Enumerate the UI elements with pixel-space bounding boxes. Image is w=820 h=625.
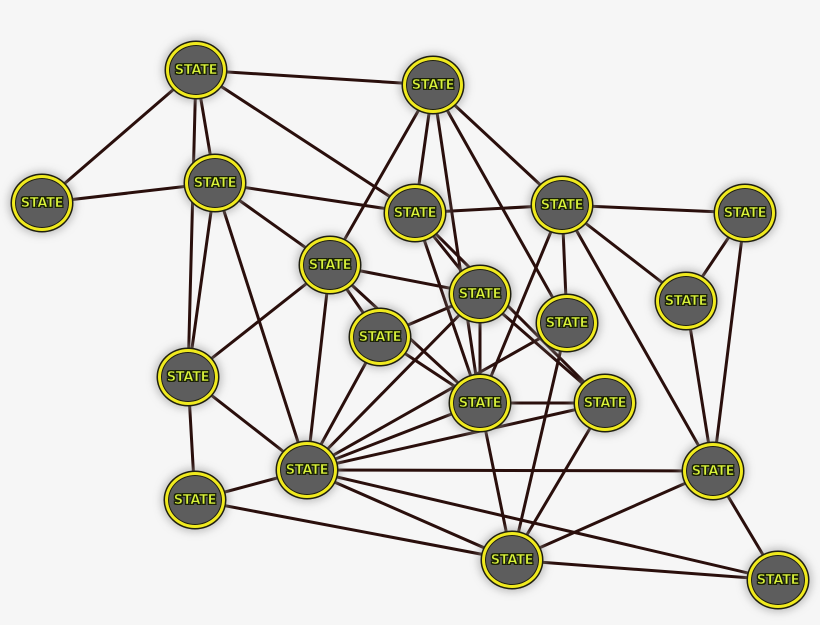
edge-n1-n3 <box>40 68 198 205</box>
edge-n6-n17 <box>560 203 715 473</box>
state-node-label: STATE <box>20 195 64 211</box>
state-node-n8[interactable]: STATE <box>300 237 360 293</box>
state-node-n2[interactable]: STATE <box>403 57 463 113</box>
state-node-n6[interactable]: STATE <box>532 177 592 233</box>
edge-n17-n19 <box>510 469 715 562</box>
state-node-n20[interactable]: STATE <box>748 552 808 608</box>
state-node-label: STATE <box>458 395 502 411</box>
state-node-n12[interactable]: STATE <box>350 309 410 365</box>
state-node-label: STATE <box>664 293 708 309</box>
edge-n7-n17 <box>711 211 747 473</box>
state-node-label: STATE <box>458 286 502 302</box>
state-node-label: STATE <box>583 395 627 411</box>
edge-n11-n17 <box>684 299 715 473</box>
state-node-n1[interactable]: STATE <box>166 42 226 98</box>
state-node-label: STATE <box>393 205 437 221</box>
edge-n16-n17 <box>305 468 715 473</box>
state-node-label: STATE <box>411 77 455 93</box>
edge-n4-n5 <box>213 181 417 215</box>
edge-n15-n19 <box>510 401 607 562</box>
state-node-n7[interactable]: STATE <box>715 185 775 241</box>
state-node-n17[interactable]: STATE <box>683 443 743 499</box>
state-node-n19[interactable]: STATE <box>482 532 542 588</box>
state-node-n10[interactable]: STATE <box>537 295 597 351</box>
state-node-label: STATE <box>540 197 584 213</box>
state-node-label: STATE <box>173 492 217 508</box>
state-node-label: STATE <box>691 463 735 479</box>
state-node-n14[interactable]: STATE <box>450 375 510 431</box>
edge-n2-n14 <box>431 83 482 405</box>
state-node-label: STATE <box>358 329 402 345</box>
state-node-label: STATE <box>723 205 767 221</box>
state-node-n4[interactable]: STATE <box>185 155 245 211</box>
edge-n9-n16 <box>305 292 482 472</box>
state-node-n9[interactable]: STATE <box>450 266 510 322</box>
edge-n14-n16 <box>305 401 482 472</box>
state-node-n3[interactable]: STATE <box>12 175 72 231</box>
edge-n15-n16 <box>305 401 607 472</box>
edge-n6-n7 <box>560 203 747 215</box>
state-node-label: STATE <box>285 462 329 478</box>
state-node-label: STATE <box>490 552 534 568</box>
edge-n8-n13 <box>186 263 332 379</box>
edge-n6-n14 <box>478 203 564 405</box>
edge-n2-n10 <box>431 83 569 325</box>
edge-n10-n16 <box>305 321 569 472</box>
state-node-label: STATE <box>193 175 237 191</box>
state-node-label: STATE <box>174 62 218 78</box>
edge-n5-n15 <box>413 211 607 405</box>
edge-n8-n16 <box>305 263 332 472</box>
edge-n1-n13 <box>186 68 198 379</box>
state-node-n5[interactable]: STATE <box>385 185 445 241</box>
state-node-n18[interactable]: STATE <box>165 472 225 528</box>
state-node-n16[interactable]: STATE <box>277 442 337 498</box>
edge-n4-n16 <box>213 181 309 472</box>
state-node-label: STATE <box>545 315 589 331</box>
edge-n16-n19 <box>305 468 514 562</box>
state-node-label: STATE <box>166 369 210 385</box>
state-node-label: STATE <box>308 257 352 273</box>
state-node-n15[interactable]: STATE <box>575 375 635 431</box>
state-node-label: STATE <box>756 572 800 588</box>
edge-n1-n5 <box>194 68 417 215</box>
edge-n18-n19 <box>193 498 514 562</box>
edge-n16-n20 <box>305 468 780 582</box>
edge-n2-n8 <box>328 83 435 267</box>
edge-n19-n20 <box>510 558 780 582</box>
state-node-n11[interactable]: STATE <box>656 273 716 329</box>
state-node-n13[interactable]: STATE <box>158 349 218 405</box>
edge-n1-n2 <box>194 68 435 87</box>
edge-n4-n13 <box>186 181 217 379</box>
